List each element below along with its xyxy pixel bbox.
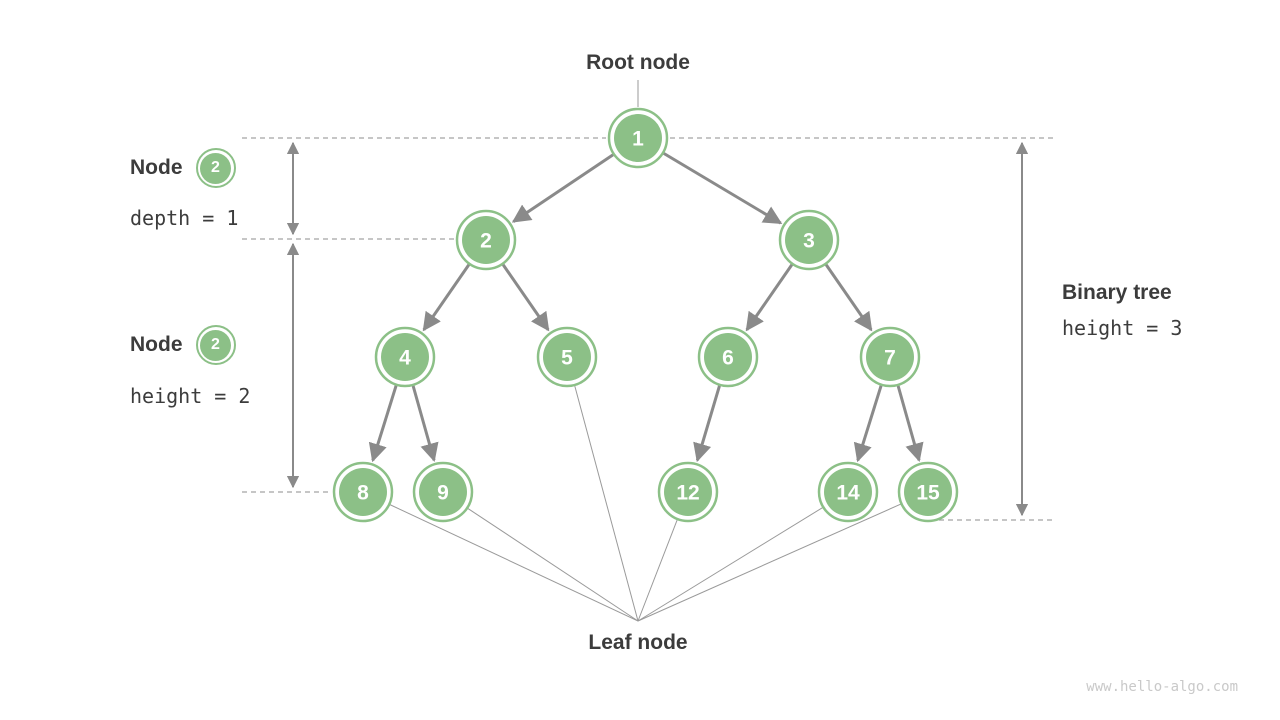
node-badge-value: 2 — [200, 329, 231, 361]
node-value: 14 — [836, 482, 860, 505]
node-height-annotation: Node 2 — [130, 325, 236, 365]
tree-edge-2-5 — [501, 263, 550, 332]
tree-node-9: 9 — [412, 461, 474, 523]
tree-node-12: 12 — [657, 461, 719, 523]
tree-node-1: 1 — [607, 107, 669, 169]
tree-node-3: 3 — [778, 209, 840, 271]
tree-height-label: height = 3 — [1062, 316, 1183, 340]
height-value-label: height = 2 — [130, 384, 251, 408]
tree-node-14: 14 — [817, 461, 879, 523]
node-badge-icon: 2 — [195, 325, 236, 365]
node-badge-icon: 2 — [195, 148, 236, 188]
node-badge-value: 2 — [200, 152, 231, 184]
tree-node-5: 5 — [536, 326, 598, 388]
leaf-pointer-line-14 — [637, 507, 823, 622]
leaf-pointer-line-8 — [389, 504, 639, 622]
node-value: 2 — [480, 230, 492, 253]
node-value: 3 — [803, 230, 815, 253]
node-depth-title: Node — [130, 156, 183, 179]
tree-edge-4-9 — [411, 385, 439, 463]
tree-edge-2-4 — [422, 263, 471, 332]
tree-edge-4-8 — [368, 385, 398, 463]
leaf-pointer-line-9 — [467, 508, 639, 622]
node-value: 15 — [916, 482, 940, 505]
tree-edge-3-6 — [745, 263, 794, 332]
tree-node-7: 7 — [859, 326, 921, 388]
node-value: 1 — [632, 128, 644, 151]
node-height-title: Node — [130, 333, 183, 356]
node-value: 7 — [884, 347, 896, 370]
tree-node-15: 15 — [897, 461, 959, 523]
node-value: 5 — [561, 347, 573, 370]
tree-edge-1-2 — [511, 153, 614, 223]
leaf-pointer-line-12 — [637, 519, 678, 622]
tree-edge-7-14 — [853, 385, 883, 463]
tree-node-6: 6 — [697, 326, 759, 388]
node-value: 12 — [676, 482, 699, 505]
root-node-label: Root node — [586, 51, 690, 74]
node-value: 4 — [399, 347, 411, 370]
watermark: www.hello-algo.com — [1086, 679, 1238, 695]
tree-edge-3-7 — [824, 263, 873, 332]
node-value: 9 — [437, 482, 449, 505]
node-value: 8 — [357, 482, 369, 505]
tree-edge-1-3 — [662, 152, 783, 225]
leaf-node-label: Leaf node — [588, 631, 688, 654]
binary-tree-title: Binary tree — [1062, 281, 1172, 304]
tree-edge-7-15 — [896, 385, 924, 463]
tree-edge-6-12 — [693, 385, 721, 463]
depth-value-label: depth = 1 — [130, 206, 239, 230]
tree-node-2: 2 — [455, 209, 517, 271]
node-depth-annotation: Node 2 — [130, 148, 236, 188]
tree-node-8: 8 — [332, 461, 394, 523]
node-value: 6 — [722, 347, 734, 370]
tree-node-4: 4 — [374, 326, 436, 388]
leaf-pointer-line-5 — [574, 385, 639, 622]
leaf-pointer-line-15 — [637, 503, 901, 622]
